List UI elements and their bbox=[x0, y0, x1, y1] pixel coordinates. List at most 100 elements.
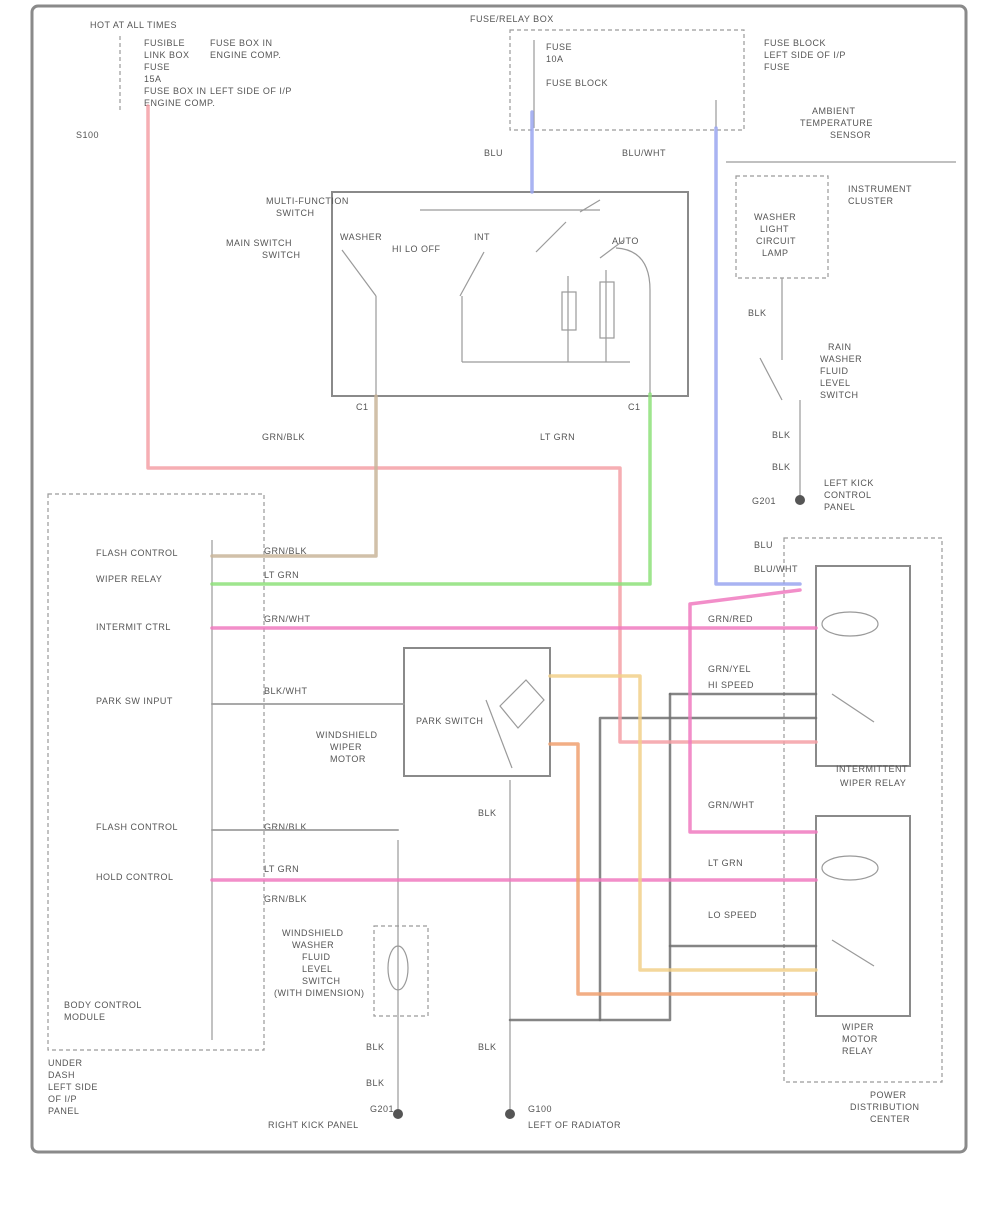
bcm-pin-flash-control: FLASH CONTROL bbox=[96, 548, 178, 558]
wire-pink-2 bbox=[688, 588, 818, 834]
wiper-motor-park-switch: PARK SWITCH WINDSHIELD WIPER MOTOR BLK bbox=[316, 647, 551, 818]
relay2-label-4: WIPER bbox=[842, 1022, 874, 1032]
blk-label-r2: BLK bbox=[772, 462, 791, 472]
pdc-label-1: POWER bbox=[870, 1090, 907, 1100]
bcm-pin-intermit-ctrl: INTERMIT CTRL bbox=[96, 622, 171, 632]
bcm-location-4: OF I/P bbox=[48, 1094, 77, 1104]
bcm-pin-park-sw: PARK SW INPUT bbox=[96, 696, 173, 706]
ground-right-id: G201 bbox=[752, 496, 776, 506]
washer-fluid-level-switch: WINDSHIELD WASHER FLUID LEVEL SWITCH (WI… bbox=[268, 840, 429, 1130]
blk-g100-label: BLK bbox=[478, 1042, 497, 1052]
blu-wht-wire-label: BLU/WHT bbox=[622, 148, 666, 158]
blu-wire-label: BLU bbox=[484, 148, 503, 158]
wire-label-grn-wht: GRN/WHT bbox=[264, 614, 311, 624]
fuse-label-2: LINK BOX bbox=[144, 50, 190, 60]
fuse-r-loc-3: FUSE bbox=[764, 62, 790, 72]
wire-label-lt-grn-2: LT GRN bbox=[264, 864, 299, 874]
wire-blue-right bbox=[714, 126, 802, 586]
bulb-label-1: WASHER bbox=[754, 212, 796, 222]
washer-level-1: WINDSHIELD bbox=[282, 928, 344, 938]
fuse-location-2: ENGINE COMP. bbox=[210, 50, 281, 60]
bcm-location-5: PANEL bbox=[48, 1106, 79, 1116]
colored-wires bbox=[146, 104, 818, 996]
int-label: INT bbox=[474, 232, 490, 242]
relay2-label-6: RELAY bbox=[842, 1046, 873, 1056]
bcm-pin-hold-control: HOLD CONTROL bbox=[96, 872, 174, 882]
wire-black-2 bbox=[508, 944, 818, 1022]
body-control-module: FLASH CONTROL WIPER RELAY INTERMIT CTRL … bbox=[47, 493, 265, 1116]
switch-label-2: SWITCH bbox=[276, 208, 315, 218]
position-labels: HI LO OFF bbox=[392, 244, 441, 254]
sensor-label-5: SWITCH bbox=[820, 390, 859, 400]
blk-low-label-1: BLK bbox=[366, 1042, 385, 1052]
bcm-location-2: DASH bbox=[48, 1070, 75, 1080]
cluster-label-2: CLUSTER bbox=[848, 196, 894, 206]
relay1-label-4: INTERMITTENT bbox=[836, 764, 908, 774]
pin-label-left: C1 bbox=[356, 402, 369, 412]
instrument-cluster: INSTRUMENT CLUSTER WASHER LIGHT CIRCUIT … bbox=[726, 161, 956, 512]
pdc-top-label-2: BLU/WHT bbox=[754, 564, 798, 574]
fuse-label-1: FUSIBLE bbox=[144, 38, 185, 48]
ground-mid-desc: LEFT OF RADIATOR bbox=[528, 1120, 621, 1130]
relay2-label-1: GRN/WHT bbox=[708, 800, 755, 810]
washer-level-5: SWITCH bbox=[302, 976, 341, 986]
power-distribution-center: GRN/RED GRN/YEL HI SPEED INTERMITTENT WI… bbox=[708, 537, 943, 1124]
fuse-r-loc-2: LEFT SIDE OF I/P bbox=[764, 50, 846, 60]
ambient-label-3: SENSOR bbox=[830, 130, 871, 140]
relay2-label-3: LO SPEED bbox=[708, 910, 757, 920]
ground-mid-id: G100 bbox=[528, 1104, 552, 1114]
fuse-location-3: LEFT SIDE OF I/P bbox=[210, 86, 292, 96]
black-internal-wires bbox=[508, 692, 818, 1022]
sensor-label-4: LEVEL bbox=[820, 378, 851, 388]
wire-label-grn-blk-3: GRN/BLK bbox=[264, 894, 307, 904]
park-label-2: WIPER bbox=[330, 742, 362, 752]
main-switch-label-2: SWITCH bbox=[262, 250, 301, 260]
fuse-relay-box-label: FUSE/RELAY BOX bbox=[470, 14, 554, 24]
washer-level-3: FLUID bbox=[302, 952, 331, 962]
ambient-label-1: AMBIENT bbox=[812, 106, 856, 116]
main-switch-label: MAIN SWITCH bbox=[226, 238, 292, 248]
bulb-label-4: LAMP bbox=[762, 248, 789, 258]
bulb-label-2: LIGHT bbox=[760, 224, 789, 234]
ground-left-id: G201 bbox=[370, 1104, 394, 1114]
wire-label-grn-blk: GRN/BLK bbox=[264, 546, 307, 556]
ground-right-desc-3: PANEL bbox=[824, 502, 855, 512]
ground-left-desc: RIGHT KICK PANEL bbox=[268, 1120, 359, 1130]
wire-yellow bbox=[548, 674, 818, 972]
blk-mid-label: BLK bbox=[478, 808, 497, 818]
relay2-label-2: LT GRN bbox=[708, 858, 743, 868]
pin-label-right: C1 bbox=[628, 402, 641, 412]
wire-green bbox=[210, 392, 652, 586]
bcm-wire-labels: GRN/BLK LT GRN GRN/WHT BLK/WHT GRN/BLK L… bbox=[264, 546, 311, 904]
pdc-label-2: DISTRIBUTION bbox=[850, 1102, 920, 1112]
bcm-label-2: MODULE bbox=[64, 1012, 106, 1022]
multi-function-switch: MULTI-FUNCTION SWITCH MAIN SWITCH SWITCH… bbox=[226, 191, 689, 442]
park-label-1: WINDSHIELD bbox=[316, 730, 378, 740]
cluster-wire-label: BLK bbox=[748, 308, 767, 318]
wire-label-lt-grn: LT GRN bbox=[264, 570, 299, 580]
fuse-r-loc-1: FUSE BLOCK bbox=[764, 38, 826, 48]
relay2-label-5: MOTOR bbox=[842, 1034, 878, 1044]
park-label-3: MOTOR bbox=[330, 754, 366, 764]
bcm-location-3: LEFT SIDE bbox=[48, 1082, 98, 1092]
wire-label-blk-wht: BLK/WHT bbox=[264, 686, 308, 696]
ground-right-desc-1: LEFT KICK bbox=[824, 478, 874, 488]
relay1-label-2: GRN/YEL bbox=[708, 664, 751, 674]
fuse-location-1: FUSE BOX IN bbox=[210, 38, 273, 48]
fuse-relay-box: FUSE/RELAY BOX FUSE 10A FUSE BLOCK FUSE … bbox=[470, 14, 872, 158]
bcm-pin-flash-control-2: FLASH CONTROL bbox=[96, 822, 178, 832]
washer-switch-label: WASHER bbox=[340, 232, 382, 242]
bulb-label-3: CIRCUIT bbox=[756, 236, 796, 246]
switch-label-1: MULTI-FUNCTION bbox=[266, 196, 349, 206]
bcm-location-1: UNDER bbox=[48, 1058, 83, 1068]
blk-label-r1: BLK bbox=[772, 430, 791, 440]
washer-level-4: LEVEL bbox=[302, 964, 333, 974]
relay1-label-1: GRN/RED bbox=[708, 614, 753, 624]
washer-level-2: WASHER bbox=[292, 940, 334, 950]
fuse-r2: 10A bbox=[546, 54, 564, 64]
ground-right-desc-2: CONTROL bbox=[824, 490, 872, 500]
wire-orange bbox=[548, 742, 818, 996]
fuse-label-6: ENGINE COMP. bbox=[144, 98, 215, 108]
fuse-label-5: FUSE BOX IN bbox=[144, 86, 207, 96]
fuse-label-4: 15A bbox=[144, 74, 162, 84]
